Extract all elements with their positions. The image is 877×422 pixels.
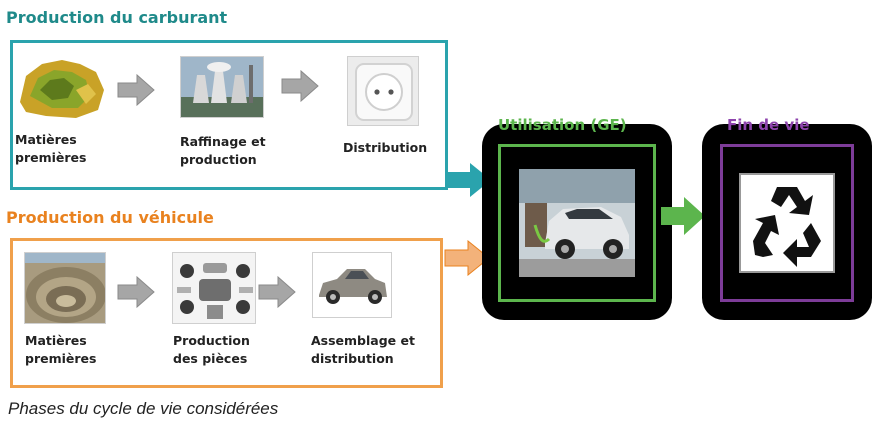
arrow-icon bbox=[281, 70, 319, 102]
use-stage-panel bbox=[482, 124, 672, 320]
vehicle-step-3-label: Assemblage et distribution bbox=[311, 332, 415, 368]
vehicle-step-1-label: Matières premières bbox=[25, 332, 96, 368]
label-line: premières bbox=[25, 351, 97, 366]
label-line: Distribution bbox=[343, 140, 428, 155]
recycle-icon bbox=[739, 173, 835, 273]
power-socket-icon bbox=[347, 56, 419, 126]
label-line: premières bbox=[15, 150, 87, 165]
use-stage-frame bbox=[498, 144, 656, 302]
vehicle-step-2-label: Production des pièces bbox=[173, 332, 250, 368]
label-line: distribution bbox=[311, 351, 394, 366]
car-parts-icon bbox=[172, 252, 256, 324]
use-stage-title: Utilisation (GE) bbox=[498, 116, 627, 134]
label-line: Raffinage et bbox=[180, 134, 266, 149]
raw-material-ore-icon bbox=[16, 50, 108, 124]
fuel-step-2-label: Raffinage et production bbox=[180, 133, 266, 169]
vehicle-production-box bbox=[10, 238, 443, 388]
car-icon bbox=[312, 252, 392, 318]
end-of-life-stage-panel bbox=[702, 124, 872, 320]
arrow-icon bbox=[117, 276, 155, 308]
arrow-icon bbox=[258, 276, 296, 308]
label-line: Matières bbox=[25, 333, 87, 348]
fuel-production-title: Production du carburant bbox=[6, 8, 228, 27]
label-line: Assemblage et bbox=[311, 333, 415, 348]
end-of-life-stage-frame bbox=[720, 144, 854, 302]
use-to-end-arrow-icon bbox=[661, 197, 705, 235]
charging-electric-car-icon bbox=[519, 169, 635, 277]
label-line: production bbox=[180, 152, 257, 167]
fuel-step-1-label: Matières premières bbox=[15, 131, 86, 167]
open-pit-mine-icon bbox=[24, 252, 106, 324]
label-line: Production bbox=[173, 333, 250, 348]
figure-caption: Phases du cycle de vie considérées bbox=[8, 399, 279, 418]
arrow-icon bbox=[117, 74, 155, 106]
refinery-icon bbox=[180, 56, 264, 118]
end-of-life-title: Fin de vie bbox=[727, 116, 810, 134]
fuel-production-box bbox=[10, 40, 448, 190]
fuel-flow-arrow-icon bbox=[447, 163, 491, 197]
label-line: Matières bbox=[15, 132, 77, 147]
label-line: des pièces bbox=[173, 351, 248, 366]
vehicle-production-title: Production du véhicule bbox=[6, 208, 214, 227]
fuel-step-3-label: Distribution bbox=[343, 139, 427, 157]
vehicle-flow-arrow-icon bbox=[444, 240, 490, 276]
